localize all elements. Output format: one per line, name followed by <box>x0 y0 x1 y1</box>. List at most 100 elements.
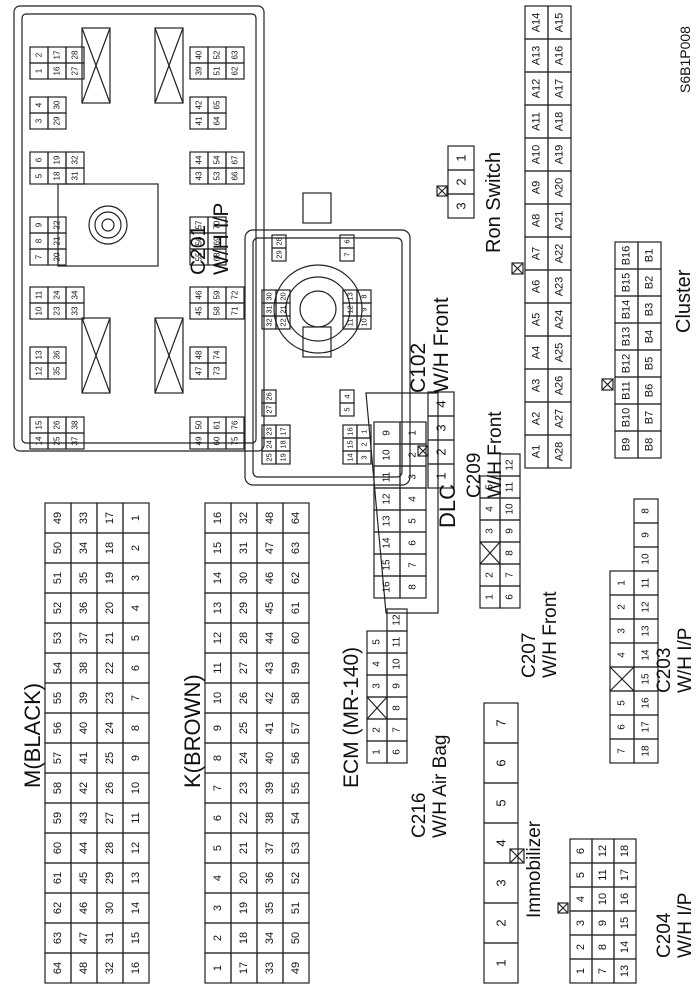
c102-pin-number: 2 <box>360 442 369 446</box>
c204-latch-mark <box>557 902 569 914</box>
c204-pin-number: 6 <box>575 848 587 854</box>
c209-pin-number: 1 <box>434 472 449 479</box>
c102-housing-outer <box>244 229 411 486</box>
cluster_a-pin-number: A19 <box>554 145 566 165</box>
cluster_b-pin-cell <box>637 241 662 270</box>
c209-pin-number: 3 <box>434 424 449 431</box>
c102-pin-number: 8 <box>360 294 369 298</box>
c203-label: C203 <box>654 648 675 693</box>
c209-latch-mark <box>417 445 429 457</box>
c201-pin-number: 16 <box>53 66 62 75</box>
c201-pin-number: 15 <box>35 420 44 429</box>
cluster_a-pin-number: A28 <box>554 442 566 462</box>
c201-pin-number: 24 <box>53 290 62 299</box>
c203-pin-number: 10 <box>641 553 652 565</box>
c203-pin-number: 8 <box>641 508 652 514</box>
m_black-pin-number: 13 <box>130 872 142 884</box>
c201-pin-number: 14 <box>35 436 44 445</box>
k_brown-pin-number: 31 <box>238 542 250 554</box>
m_black-pin-number: 60 <box>52 842 64 854</box>
cluster_a-pin-number: A21 <box>554 211 566 231</box>
c204-pin-number: 11 <box>597 869 609 880</box>
immobilizer-latch-mark <box>509 848 525 864</box>
c203-pin-number: 4 <box>617 652 628 658</box>
m_black-pin-number: 11 <box>130 812 142 823</box>
c201-center-ring-mid <box>94 211 122 239</box>
c201-pin-number: 48 <box>195 350 204 359</box>
m_black-pin-number: 34 <box>78 542 90 554</box>
c201-pin-number: 22 <box>53 220 62 229</box>
m_black-pin-number: 37 <box>78 632 90 644</box>
c102-pin-number: 24 <box>265 440 274 448</box>
c102-pin-number: 12 <box>346 305 355 313</box>
c102-slot-top <box>302 192 332 224</box>
cluster_a-pin-number: A13 <box>531 46 543 66</box>
cluster_a-pin-number: A26 <box>554 376 566 396</box>
c201-pin-number: 68 <box>213 252 222 261</box>
c201-blank-cross-2-x2 <box>81 317 111 394</box>
c207-label-line-2: W/H Front <box>540 591 561 678</box>
k_brown-pin-number: 55 <box>290 782 302 794</box>
c201-center-boss <box>57 183 159 267</box>
m_black-pin-number: 16 <box>130 962 142 974</box>
c201-pin-number: 57 <box>195 220 204 229</box>
k_brown-pin-number: 3 <box>212 905 224 911</box>
m_black-pin-number: 22 <box>104 662 116 674</box>
k_brown-pin-number: 8 <box>212 755 224 761</box>
k_brown-pin-number: 61 <box>290 602 302 614</box>
m_black-pin-number: 28 <box>104 842 116 854</box>
cluster_b-pin-number: B11 <box>621 381 633 400</box>
c201-pin-cell <box>65 432 85 450</box>
cluster_a-pin-number: A6 <box>531 280 543 293</box>
c102-pin-number: 30 <box>265 292 274 300</box>
c201-pin-number: 13 <box>35 350 44 359</box>
cluster_a-pin-number: A15 <box>554 13 566 33</box>
c207-pin-number: 1 <box>485 594 496 600</box>
ron-switch-latch-mark <box>436 185 448 197</box>
c201-pin-number: 60 <box>213 436 222 445</box>
immobilizer-latch-mark-x2 <box>509 848 525 864</box>
cluster_b-pin-number: B8 <box>644 438 656 451</box>
c201-pin-number: 17 <box>53 50 62 59</box>
c102-pin-cell <box>339 247 355 262</box>
k_brown-pin-number: 42 <box>264 692 276 704</box>
m_black-pin-number: 33 <box>78 512 90 524</box>
k_brown-pin-number: 14 <box>212 572 224 584</box>
cluster_b-pin-number: B2 <box>644 276 656 289</box>
cluster_a-pin-number: A25 <box>554 343 566 363</box>
c204-pin-number: 10 <box>597 893 609 905</box>
c216-pin-number: 5 <box>372 639 383 645</box>
k_brown-pin-number: 47 <box>264 542 276 554</box>
k_brown-pin-number: 52 <box>290 872 302 884</box>
c201-pin-number: 53 <box>213 171 222 180</box>
c201-pin-number: 55 <box>195 252 204 261</box>
k_brown-pin-number: 9 <box>212 725 224 731</box>
k_brown-pin-number: 46 <box>264 572 276 584</box>
rotated-diagram-layer: 6463626160595857565554535251504948474645… <box>13 5 696 984</box>
immobilizer-pin-number: 1 <box>494 959 509 966</box>
c201-housing-inner <box>21 13 257 444</box>
c201-pin-number: 76 <box>231 420 240 429</box>
c201-pin-number: 12 <box>35 366 44 375</box>
c102-pin-number: 11 <box>346 319 355 327</box>
m_black-pin-number: 9 <box>130 755 142 761</box>
cluster-label: Cluster <box>673 269 695 333</box>
m_black-pin-number: 19 <box>104 572 116 584</box>
m_black-pin-number: 43 <box>78 812 90 824</box>
figure-code-label: S6B1P008 <box>677 26 693 93</box>
cluster_a-pin-number: A10 <box>531 145 543 165</box>
c201-center-ring-inner <box>101 218 115 232</box>
cluster_a-pin-number: A16 <box>554 46 566 66</box>
c203-pin-number: 12 <box>641 601 652 613</box>
k_brown-pin-number: 24 <box>238 752 250 764</box>
c207-pin-cell <box>499 453 521 477</box>
m_black-pin-number: 12 <box>130 842 142 854</box>
k_brown-pin-number: 56 <box>290 752 302 764</box>
c201-pin-number: 1 <box>35 68 44 73</box>
c216-pin-number: 9 <box>392 683 403 689</box>
c201-pin-number: 11 <box>35 290 44 299</box>
c201-blank-cross-4-x2 <box>154 317 184 394</box>
cluster_b-pin-number: B13 <box>621 327 633 347</box>
